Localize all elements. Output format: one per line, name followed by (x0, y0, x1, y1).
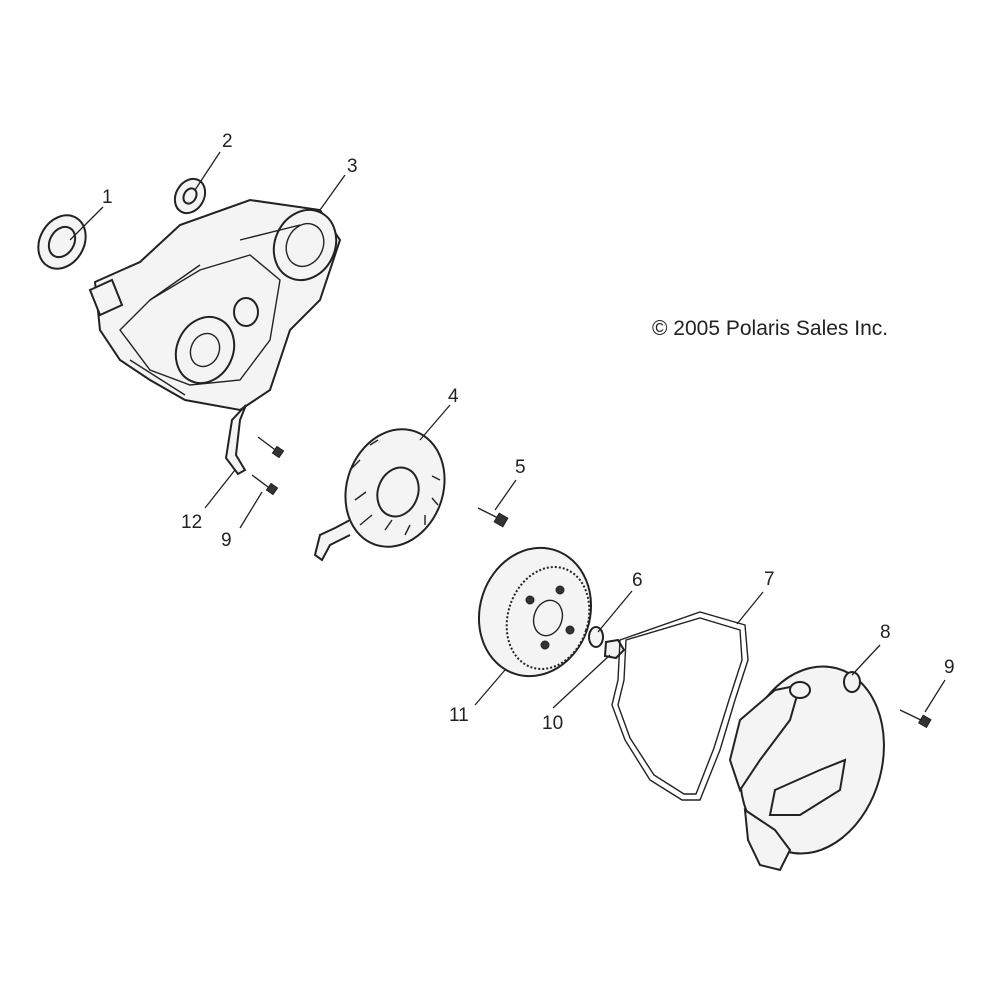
part-9-bolts-left (251, 436, 285, 496)
part-1-seal (37, 214, 87, 270)
part-8-cover (728, 665, 885, 872)
callout-11: 11 (449, 705, 469, 726)
part-10-nut (603, 638, 626, 660)
callout-10: 10 (542, 713, 564, 734)
callout-5: 5 (515, 457, 526, 478)
part-4-stator (313, 428, 446, 562)
part-12-bracket (224, 404, 247, 476)
callout-4: 4 (448, 386, 459, 407)
callout-9-right: 9 (944, 657, 955, 678)
part-11-flywheel (477, 546, 593, 678)
part-9-bolt-right (899, 709, 932, 729)
copyright-notice: © 2005 Polaris Sales Inc. (652, 317, 889, 340)
part-7-gasket (611, 611, 749, 801)
callout-7: 7 (764, 569, 775, 590)
part-6-washer (588, 626, 604, 648)
callout-1: 1 (102, 187, 113, 208)
callout-2: 2 (222, 131, 233, 152)
callout-6: 6 (632, 570, 643, 591)
callout-12: 12 (181, 512, 203, 533)
leader-lines (69, 151, 946, 713)
callout-9-left: 9 (221, 530, 232, 551)
part-5-bolt (477, 507, 509, 528)
part-2-washer (173, 177, 207, 215)
callout-8: 8 (880, 622, 891, 643)
callout-3: 3 (347, 156, 358, 177)
part-3-crankcase-cover (88, 198, 342, 412)
